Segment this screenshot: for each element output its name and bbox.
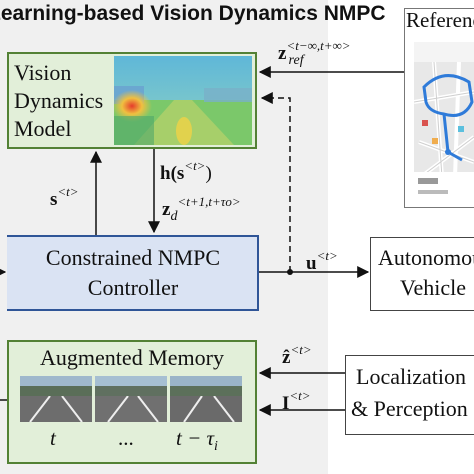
memory-frames <box>20 376 242 422</box>
label-z-d: zd<t+1,t+τo> <box>162 194 241 224</box>
vehicle-label-2: Vehicle <box>400 275 466 300</box>
vehicle-label-1: Autonomous <box>378 245 474 270</box>
label-h-s: h(s<t>) <box>160 158 212 184</box>
map-thumbnail <box>414 42 474 206</box>
perception-label-2: & Perception <box>351 396 468 421</box>
nmpc-controller-box <box>7 235 259 311</box>
label-u: u<t> <box>306 248 338 274</box>
arrow-u-feedback <box>260 92 291 272</box>
autonomous-vehicle-box <box>370 237 474 311</box>
label-image: I<t> <box>282 388 311 414</box>
controller-label-2: Controller <box>87 275 179 300</box>
reference-label: Reference <box>406 8 474 32</box>
diagram-title: Learning-based Vision Dynamics NMPC <box>0 2 386 25</box>
localization-perception-box <box>345 355 474 435</box>
memory-frame-mid <box>95 376 167 422</box>
controller-label-1: Constrained NMPC <box>45 245 221 270</box>
perception-label-1: Localization <box>356 364 466 389</box>
label-z-hat: ẑ<t> <box>282 342 312 368</box>
frame-label-t-tau: t − τi <box>176 426 218 454</box>
vision-model-label-3: Model <box>14 116 72 141</box>
memory-frame-t-tau <box>170 376 242 422</box>
memory-frame-t <box>20 376 92 422</box>
vision-model-label-2: Dynamics <box>14 88 104 113</box>
vision-model-label-1: Vision <box>14 60 72 85</box>
frame-label-dots: ... <box>118 426 134 450</box>
memory-label: Augmented Memory <box>40 345 224 370</box>
frame-label-t: t <box>50 426 56 450</box>
saliency-image <box>114 56 252 145</box>
label-z-ref: z<t−∞,t+∞>ref <box>278 38 351 68</box>
label-s: s<t> <box>50 184 79 210</box>
